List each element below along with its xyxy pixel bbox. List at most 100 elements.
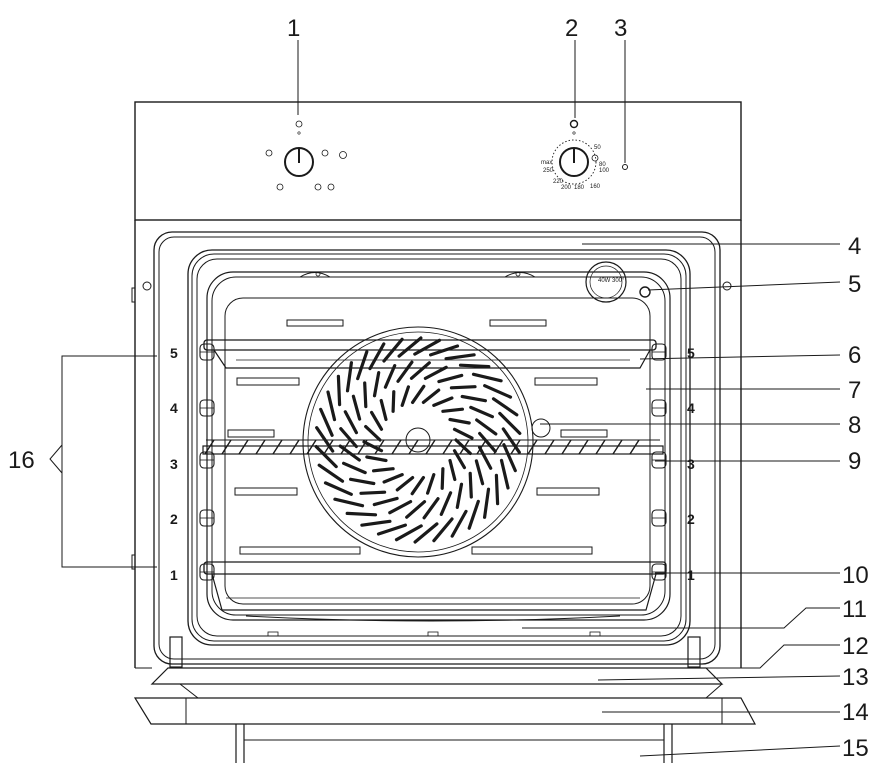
scale-200: 200: [561, 185, 572, 191]
fan-slot: [483, 384, 513, 399]
vent-slot: [489, 319, 547, 327]
fan-slot: [345, 511, 378, 517]
shelf-level-left-3: 3: [170, 456, 178, 472]
fan-slot: [468, 471, 473, 499]
fan-slot: [333, 497, 365, 508]
fan-slot: [454, 438, 472, 455]
scale-100: 100: [599, 168, 610, 174]
fan-slot: [363, 381, 368, 409]
fan-slot: [452, 449, 466, 470]
fan-slot: [391, 390, 396, 413]
fan-slot: [439, 491, 453, 517]
shelf-level-right-4: 4: [687, 400, 695, 416]
fan-slot: [343, 410, 358, 435]
scale-250: 250: [543, 168, 554, 174]
scale-50: 50: [594, 145, 601, 151]
wire-shelf-bar: [408, 439, 419, 455]
oven-cavity: 40W 300°: [206, 261, 671, 621]
fan-slot: [336, 374, 342, 407]
shelf-level-right-5: 5: [687, 345, 695, 361]
fan-slot: [388, 500, 413, 515]
wire-shelf-bar: [544, 439, 555, 455]
fan-slot: [345, 361, 353, 393]
fan-slot: [394, 524, 423, 542]
wire-shelf-bar: [340, 439, 351, 455]
fan-slot: [478, 445, 493, 470]
callout-12: 12: [842, 633, 869, 660]
fan-slot: [458, 363, 491, 369]
indicator-light: [622, 164, 628, 170]
wire-shelf-bar: [289, 439, 300, 455]
callout-3: 3: [614, 15, 627, 42]
scale-220: 220: [553, 179, 564, 185]
fan-slot: [405, 500, 427, 519]
fan-blade-slots: [314, 336, 522, 544]
mode-icon-top: [295, 120, 303, 128]
vent-slot: [239, 546, 361, 555]
fan-slot: [413, 338, 442, 356]
fan-slot: [478, 431, 497, 453]
fan-cover-screw: [531, 418, 551, 438]
fan-slot: [339, 427, 358, 449]
hinge-screw-right: [722, 281, 732, 291]
side-runners: [199, 343, 667, 581]
wire-shelf-bar: [357, 439, 368, 455]
wire-shelf-bar: [527, 439, 538, 455]
vent-slot: [560, 429, 608, 438]
callout-2: 2: [565, 15, 578, 42]
oven-lamp: [585, 261, 627, 303]
fan-slot: [383, 364, 397, 389]
fan-slot: [338, 444, 361, 462]
vent-slot: [227, 429, 275, 438]
fan-slot: [467, 499, 480, 530]
fan-slot: [409, 361, 431, 380]
fan-slot: [474, 459, 485, 486]
drip-pan: [203, 561, 667, 622]
fan-slot: [460, 394, 487, 403]
callout-5: 5: [848, 271, 861, 298]
fan-slot: [370, 410, 384, 431]
scale-max: max: [541, 160, 552, 166]
shelf-level-right-2: 2: [687, 511, 695, 527]
callout-15: 15: [842, 735, 869, 762]
fan-slot: [471, 372, 503, 383]
hinge-screw-left: [142, 281, 152, 291]
fan-slot: [432, 396, 454, 407]
wire-shelf-bar: [255, 439, 266, 455]
fan-slot: [437, 373, 464, 384]
fan-slot: [342, 461, 367, 475]
wire-shelf-bar: [476, 439, 487, 455]
fan-slot: [323, 481, 353, 496]
wire-shelf-bar: [459, 439, 470, 455]
wire-shelf-bar: [510, 439, 521, 455]
fan-cover: [302, 326, 534, 558]
fan-slot: [382, 473, 404, 484]
fan-slot: [423, 365, 448, 380]
fan-slot: [494, 473, 500, 506]
fan-slot: [396, 360, 414, 383]
fan-slot: [400, 385, 410, 407]
wire-shelf-bar: [612, 439, 623, 455]
oven-door: [133, 636, 757, 763]
callout-7: 7: [848, 377, 861, 404]
cavity-floor: [267, 631, 601, 637]
callout-13: 13: [842, 664, 869, 691]
door-handle: [235, 724, 673, 763]
mode-icon-bottom-right-b: [327, 183, 335, 191]
fan-slot: [359, 490, 387, 495]
vent-slot: [286, 319, 344, 327]
fan-slot: [422, 497, 440, 520]
fan-slot: [349, 477, 376, 486]
fan-slot: [502, 443, 517, 473]
fan-slot: [364, 425, 382, 442]
wire-shelf-bar: [374, 439, 385, 455]
fan-slot: [469, 405, 494, 419]
thermostat-knob: max 250 220 200 180 160 100 80 50: [541, 119, 610, 191]
fan-slot: [326, 390, 337, 422]
fan-slot: [368, 342, 386, 371]
fan-slot: [372, 371, 381, 398]
fan-slot: [450, 509, 468, 538]
fan-slot: [444, 353, 476, 361]
callout-10: 10: [842, 562, 869, 589]
